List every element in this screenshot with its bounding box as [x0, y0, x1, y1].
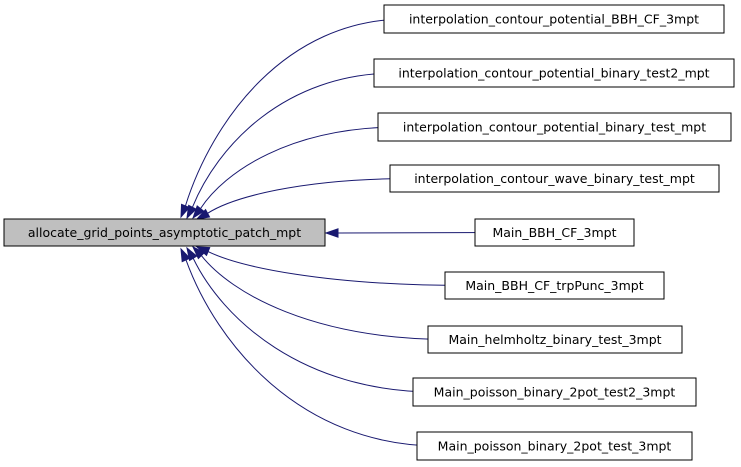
edge-arrowhead-3 [192, 205, 205, 220]
caller-node-4[interactable]: interpolation_contour_wave_binary_test_m… [389, 164, 720, 193]
caller-node-box [412, 377, 697, 407]
caller-node-2[interactable]: interpolation_contour_potential_binary_t… [373, 58, 735, 88]
caller-node-1[interactable]: interpolation_contour_potential_BBH_CF_3… [383, 4, 725, 34]
caller-node-box [389, 164, 720, 193]
edge-caller-8 [192, 258, 436, 393]
edge-caller-1 [184, 18, 407, 207]
caller-node-box [427, 325, 683, 354]
caller-node-label: interpolation_contour_potential_binary_t… [403, 120, 706, 135]
edge-arrowhead-7 [191, 245, 206, 260]
caller-node-7[interactable]: Main_helmholtz_binary_test_3mpt [427, 325, 683, 354]
caller-node-label: interpolation_contour_potential_BBH_CF_3… [409, 12, 699, 27]
caller-node-5[interactable]: Main_BBH_CF_3mpt [474, 218, 635, 247]
caller-node-label: Main_poisson_binary_2pot_test_3mpt [438, 439, 672, 454]
edge-caller-3 [200, 126, 401, 209]
focus-node-box [3, 218, 326, 247]
caller-node-9[interactable]: Main_poisson_binary_2pot_test_3mpt [416, 431, 693, 461]
caller-node-label: interpolation_contour_wave_binary_test_m… [414, 171, 695, 186]
caller-node-label: Main_poisson_binary_2pot_test2_3mpt [434, 385, 676, 400]
edge-caller-7 [200, 255, 451, 340]
edge-arrowhead-2 [186, 204, 198, 220]
edge-arrowhead-5 [324, 228, 339, 238]
caller-node-box [383, 4, 725, 34]
caller-node-label: Main_BBH_CF_3mpt [492, 225, 616, 240]
edge-arrowhead-9 [180, 247, 191, 263]
caller-node-box [474, 218, 635, 247]
edge-caller-5 [337, 232, 498, 234]
caller-node-box [373, 58, 735, 88]
nodes-layer: allocate_grid_points_asymptotic_patch_mp… [3, 4, 735, 461]
edges-layer [180, 18, 498, 447]
edge-caller-6 [207, 251, 468, 286]
focus-node[interactable]: allocate_grid_points_asymptotic_patch_mp… [3, 218, 326, 247]
caller-node-6[interactable]: Main_BBH_CF_trpPunc_3mpt [444, 271, 665, 300]
caller-node-box [416, 431, 693, 461]
caller-node-box [377, 112, 732, 142]
caller-node-3[interactable]: interpolation_contour_potential_binary_t… [377, 112, 732, 142]
edge-caller-4 [207, 178, 413, 214]
edge-arrowhead-1 [180, 203, 191, 219]
caller-node-box [444, 271, 665, 300]
edge-caller-9 [185, 259, 440, 447]
focus-node-label: allocate_grid_points_asymptotic_patch_mp… [28, 225, 301, 240]
caller-node-8[interactable]: Main_poisson_binary_2pot_test2_3mpt [412, 377, 697, 407]
caller-node-label: Main_BBH_CF_trpPunc_3mpt [465, 278, 643, 293]
edge-caller-2 [191, 72, 397, 208]
edge-arrowhead-4 [195, 208, 211, 220]
caller-node-label: interpolation_contour_potential_binary_t… [398, 66, 709, 81]
caller-node-label: Main_helmholtz_binary_test_3mpt [448, 332, 661, 347]
